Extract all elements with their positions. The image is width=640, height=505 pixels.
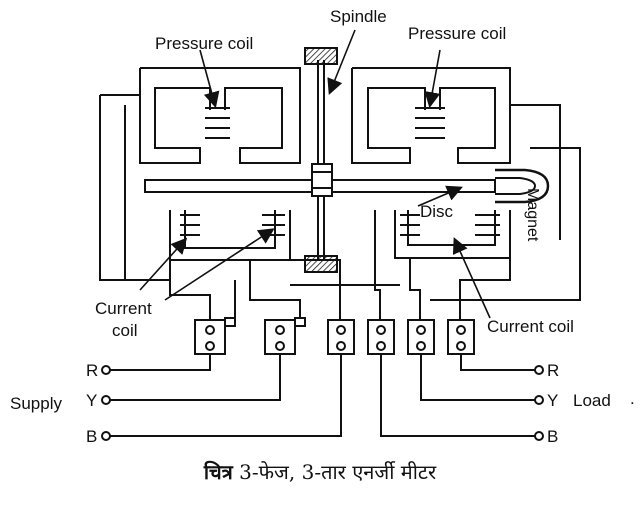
pressure-coil-right [351, 67, 511, 164]
current-coil-left [169, 210, 291, 261]
pressure-coil-left-label: Pressure coil [155, 34, 254, 53]
supply-r-label: R [86, 361, 99, 380]
terminal-block-1 [194, 317, 236, 355]
figure-caption: चित्र 3-फेज, 3-तार एनर्जी मीटर [0, 458, 640, 485]
supply-y-label: Y [86, 391, 98, 410]
supply-label: Supply [10, 394, 62, 413]
load-r-label: R [547, 361, 560, 380]
pressure-coil-right-label: Pressure coil [408, 24, 507, 43]
load-label: Load [573, 391, 611, 410]
current-coil-right-label: Current coil [487, 317, 574, 336]
load-y-label: Y [547, 391, 559, 410]
disc-label: Disc [420, 202, 454, 221]
caption-prefix: चित्र [203, 460, 233, 484]
magnet-label: Magnet [524, 188, 541, 242]
current-coil-left-label-line1: Current [95, 299, 152, 318]
load-dot: . [630, 389, 635, 408]
load-b-label: B [547, 427, 559, 446]
terminal-block-5 [407, 319, 435, 355]
terminal-block-4 [367, 319, 395, 355]
pressure-coil-left [139, 67, 301, 164]
terminal-block-3 [327, 319, 355, 355]
terminal-block-6 [447, 319, 475, 355]
current-coil-left-label-line2: coil [112, 321, 138, 340]
current-coil-right [394, 210, 511, 259]
terminal-block-2 [264, 317, 306, 355]
supply-b-label: B [86, 427, 98, 446]
spindle-label: Spindle [330, 7, 387, 26]
caption-text: 3-फेज, 3-तार एनर्जी मीटर [239, 460, 437, 484]
